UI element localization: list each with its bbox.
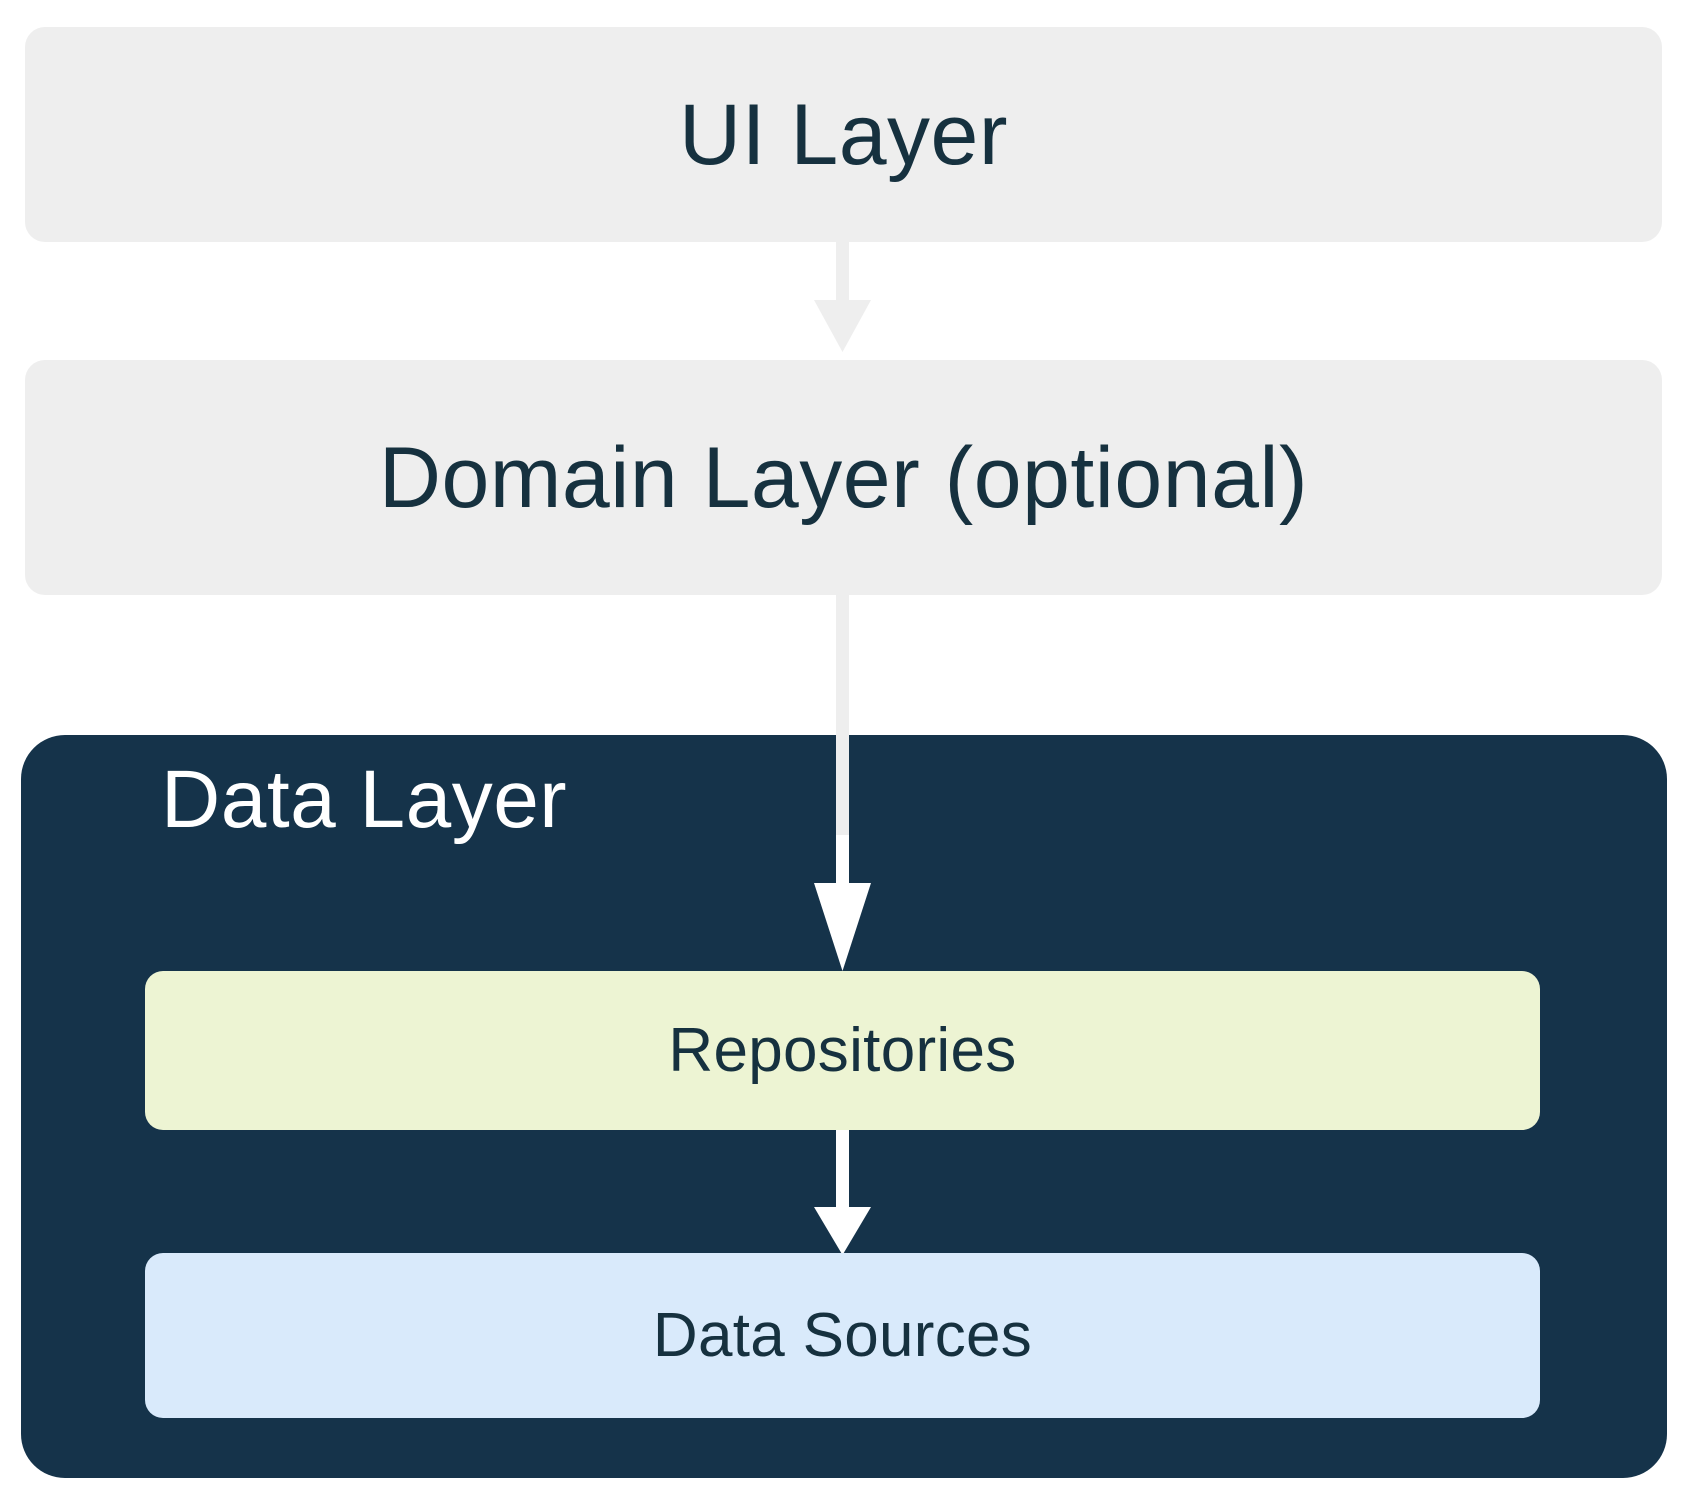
data-sources-box[interactable]: Data Sources [145, 1253, 1540, 1418]
domain-layer-box[interactable]: Domain Layer (optional) [25, 360, 1662, 595]
ui-layer-label: UI Layer [678, 86, 1009, 183]
data-layer-box[interactable]: Data Layer Repositories Data Sources [21, 735, 1667, 1478]
repositories-box[interactable]: Repositories [145, 971, 1540, 1130]
arrow-ui-to-domain [814, 242, 871, 352]
arrow-domain-to-repositories-shaft [836, 595, 849, 745]
repositories-label: Repositories [668, 1015, 1017, 1085]
arrow-domain-to-repositories-head [814, 735, 871, 971]
arrow-repositories-to-data-sources [814, 1130, 871, 1255]
data-layer-label: Data Layer [161, 754, 568, 845]
arrow-overlay-inside-data-layer [814, 735, 871, 1255]
domain-layer-label: Domain Layer (optional) [378, 429, 1309, 526]
ui-layer-box[interactable]: UI Layer [25, 27, 1662, 242]
data-sources-label: Data Sources [652, 1300, 1033, 1370]
